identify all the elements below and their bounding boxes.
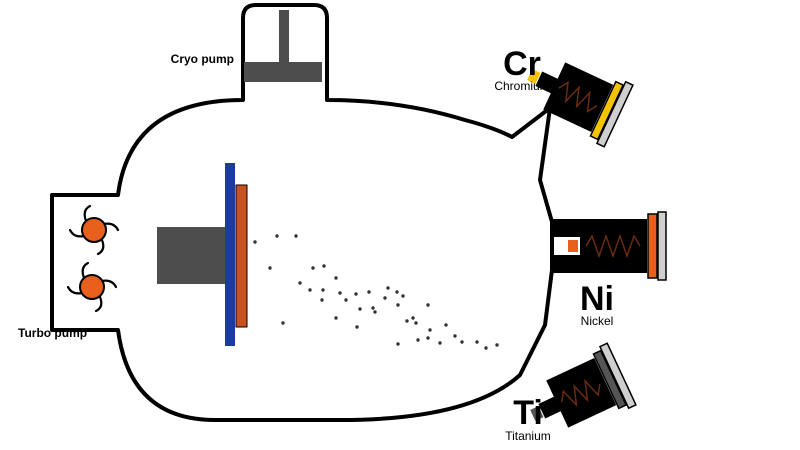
turbo-pump-label: Turbo pump (18, 326, 87, 340)
particle (414, 321, 418, 325)
particle (426, 303, 430, 307)
titanium-sputter-gun (530, 342, 637, 428)
particle (253, 240, 257, 244)
sputtered-particles (253, 234, 499, 350)
particle (416, 338, 420, 342)
turbo-rotor-top (68, 204, 120, 256)
particle (268, 266, 272, 270)
particle (475, 340, 479, 344)
particle (428, 328, 432, 332)
particle (460, 340, 464, 344)
chromium-name: Chromium (494, 79, 549, 93)
particle (371, 306, 375, 310)
chromium-emission (527, 69, 541, 84)
titanium-gun-body (538, 358, 617, 428)
titanium-emission (530, 406, 544, 421)
nickel-symbol: Ni (580, 280, 614, 318)
nickel-emission (568, 240, 578, 252)
particle (401, 294, 405, 298)
particle (334, 276, 338, 280)
titanium-symbol: Ti (513, 394, 543, 432)
titanium-target-cap (598, 342, 637, 410)
titanium-target (592, 349, 628, 410)
particle (396, 342, 400, 346)
particle (355, 325, 359, 329)
cryo-pump-plate (244, 62, 322, 82)
particle (334, 316, 338, 320)
chromium-symbol: Cr (503, 45, 541, 83)
particle (405, 319, 409, 323)
nickel-sputter-gun (552, 211, 667, 281)
nickel-name: Nickel (581, 314, 614, 328)
particle (358, 307, 362, 311)
particle (426, 336, 430, 340)
particle (453, 334, 457, 338)
vacuum-chamber-wall (50, 3, 554, 422)
titanium-name: Titanium (505, 429, 551, 443)
particle (344, 298, 348, 302)
particle (411, 316, 415, 320)
particle (386, 286, 390, 290)
particle (367, 290, 371, 294)
titanium-gun-coil (561, 378, 601, 408)
substrate-holder-plate (225, 163, 235, 346)
particle (396, 303, 400, 307)
particle (298, 281, 302, 285)
cryo-pump-label: Cryo pump (171, 52, 234, 66)
particle (444, 323, 448, 327)
nickel-gun-coil (585, 233, 641, 259)
chromium-sputter-gun (527, 62, 634, 148)
particle (294, 234, 298, 238)
substrate (235, 184, 248, 328)
substrate-holder-block (157, 227, 225, 284)
particle (275, 234, 279, 238)
particle (395, 290, 399, 294)
nickel-target (647, 213, 658, 279)
chromium-target (589, 80, 625, 141)
particle (338, 291, 342, 295)
particle (495, 343, 499, 347)
particle (383, 296, 387, 300)
nickel-target-cap (657, 211, 667, 281)
cryo-pump-stem (279, 10, 289, 62)
particle (311, 266, 315, 270)
particle (320, 298, 324, 302)
particle (354, 292, 358, 296)
particle (438, 341, 442, 345)
turbo-rotor-bottom (66, 261, 118, 313)
chromium-gun-coil (558, 81, 598, 113)
particle (322, 264, 326, 268)
chromium-gun-body (535, 62, 614, 132)
particle (281, 321, 285, 325)
particle (373, 310, 377, 314)
particle (321, 288, 325, 292)
particle (308, 288, 312, 292)
nickel-gun-body (552, 219, 647, 273)
particle (484, 346, 488, 350)
chromium-target-cap (595, 80, 634, 148)
